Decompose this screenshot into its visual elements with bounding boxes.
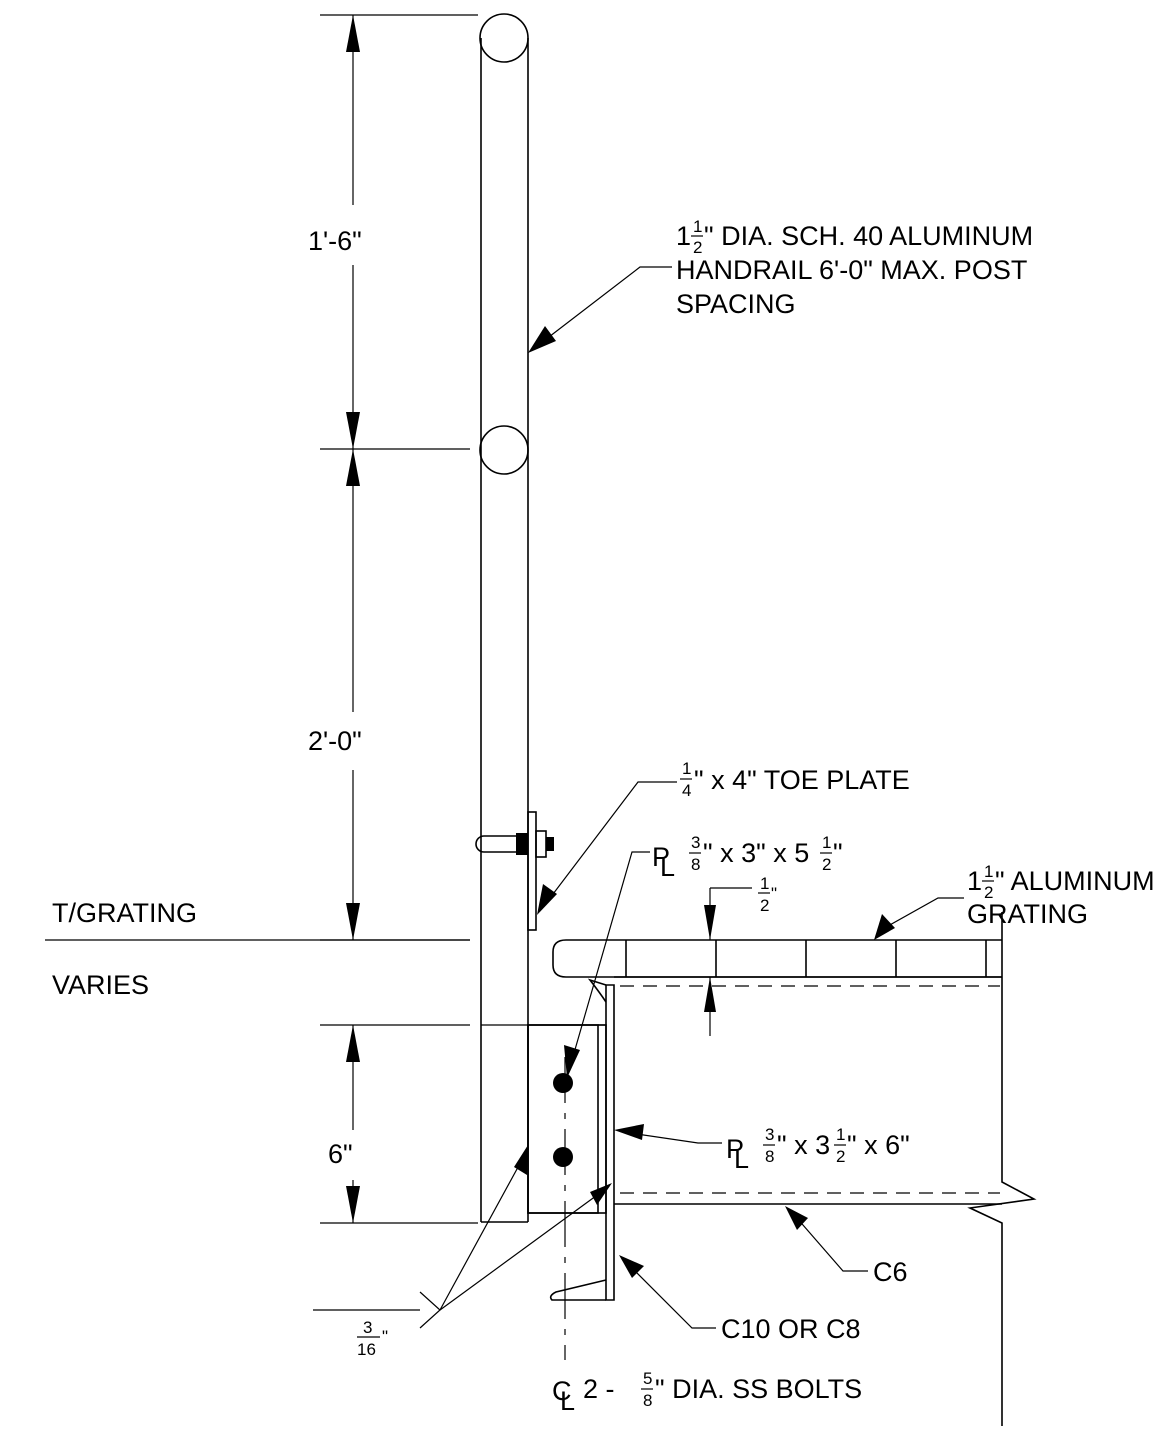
pl-lower-num2: 1 (836, 1125, 845, 1144)
bolts-num: 5 (643, 1369, 652, 1388)
grating-gap-den: 2 (760, 896, 769, 915)
c6-callout: C6 (873, 1257, 908, 1287)
grating-callout-text: " ALUMINUM (995, 866, 1155, 896)
grating-callout: 1 1 2 " ALUMINUM GRATING (967, 862, 1155, 929)
handrail-callout: 1 1 2 " DIA. SCH. 40 ALUMINUM HANDRAIL 6… (676, 217, 1033, 319)
pl-upper-symbol-p: P (652, 842, 670, 872)
dim-plate-depth: 6" (328, 1139, 353, 1169)
pl-lower-end: " x 6" (847, 1130, 910, 1160)
toe-plate-den: 4 (682, 781, 691, 800)
pl-lower-den: 8 (765, 1147, 774, 1166)
handrail-callout-line3: SPACING (676, 289, 796, 319)
pl-upper-end: " (833, 838, 843, 868)
c6-leader (785, 1206, 868, 1272)
bolts-text: " DIA. SS BOLTS (655, 1374, 862, 1404)
pl-upper-den2: 2 (822, 855, 831, 874)
c10-leader (619, 1255, 716, 1329)
pl-upper-text: " x 3" x 5 (703, 838, 809, 868)
pl-upper-den: 8 (691, 855, 700, 874)
weld-size-den: 16 (357, 1340, 376, 1359)
toe-plate-leader (537, 781, 677, 915)
pl-lower-num: 3 (765, 1125, 774, 1144)
handrail-callout-whole: 1 (676, 221, 691, 251)
mid-rail-circle (479, 425, 529, 475)
grating-callout-num: 1 (984, 862, 993, 881)
grating-leader (874, 897, 964, 940)
grating-callout-line2: GRATING (967, 899, 1088, 929)
label-top-of-grating: T/GRATING (52, 898, 197, 928)
grating-callout-den: 2 (984, 883, 993, 902)
toe-plate-num: 1 (682, 759, 691, 778)
pl-upper-num2: 1 (822, 833, 831, 852)
pl-lower-symbol-l: L (734, 1144, 749, 1174)
bolt-lower (553, 1147, 573, 1167)
handrail-callout-den: 2 (693, 238, 702, 257)
c6-channel (614, 976, 1002, 1205)
handrail-callout-line1: " DIA. SCH. 40 ALUMINUM (704, 221, 1033, 251)
bolts-den: 8 (643, 1391, 652, 1410)
pl-lower-symbol-p: P (726, 1134, 744, 1164)
label-varies: VARIES (52, 970, 149, 1000)
dim-mid-rail: 2'-0" (308, 726, 362, 756)
bolt-upper (553, 1073, 573, 1093)
grating-gap-unit: " (771, 884, 777, 903)
weld-symbol (313, 1145, 612, 1329)
handrail-callout-line2: HANDRAIL 6'-0" MAX. POST (676, 255, 1027, 285)
bolts-callout: C L 2 - 5 8 " DIA. SS BOLTS (552, 1369, 862, 1416)
dim-top-rail: 1'-6" (308, 226, 362, 256)
clip-plate-assembly (481, 1024, 607, 1214)
grating-gap-dimension (704, 887, 752, 1036)
grating (552, 939, 1002, 978)
break-line (967, 912, 1037, 1426)
toe-plate (527, 811, 537, 931)
clip-plate-upper-leader (564, 851, 650, 1078)
clip-plate-lower-leader (614, 1124, 722, 1144)
clip-plate-lower-callout: P L 3 8 " x 3 1 2 " x 6" (726, 1125, 910, 1174)
top-rail-circle (479, 13, 529, 63)
bolts-symbol-l: L (560, 1386, 575, 1416)
toe-plate-bolt (475, 830, 554, 858)
pl-upper-symbol-l: L (660, 852, 675, 882)
grating-callout-whole: 1 (967, 866, 982, 896)
c10-callout: C10 OR C8 (721, 1314, 861, 1344)
handrail-leader (528, 266, 672, 353)
pl-lower-text: " x 3 (777, 1130, 830, 1160)
pl-lower-den2: 2 (836, 1147, 845, 1166)
clip-plate-upper-callout: P L 3 8 " x 3" x 5 1 2 " (652, 833, 843, 882)
pl-upper-num: 3 (691, 833, 700, 852)
weld-size-unit: " (382, 1327, 388, 1346)
grating-gap-num: 1 (760, 874, 769, 893)
dimension-chain (320, 14, 478, 1224)
c10-channel (549, 978, 615, 1301)
bolts-symbol-c: C (552, 1376, 572, 1406)
toe-plate-callout: 1 4 " x 4" TOE PLATE (680, 759, 910, 800)
handrail-post (480, 38, 529, 1223)
bolts-text-pre: 2 - (583, 1374, 615, 1404)
toe-plate-text: " x 4" TOE PLATE (694, 765, 910, 795)
weld-size-num: 3 (363, 1318, 372, 1337)
handrail-callout-num: 1 (693, 217, 702, 236)
